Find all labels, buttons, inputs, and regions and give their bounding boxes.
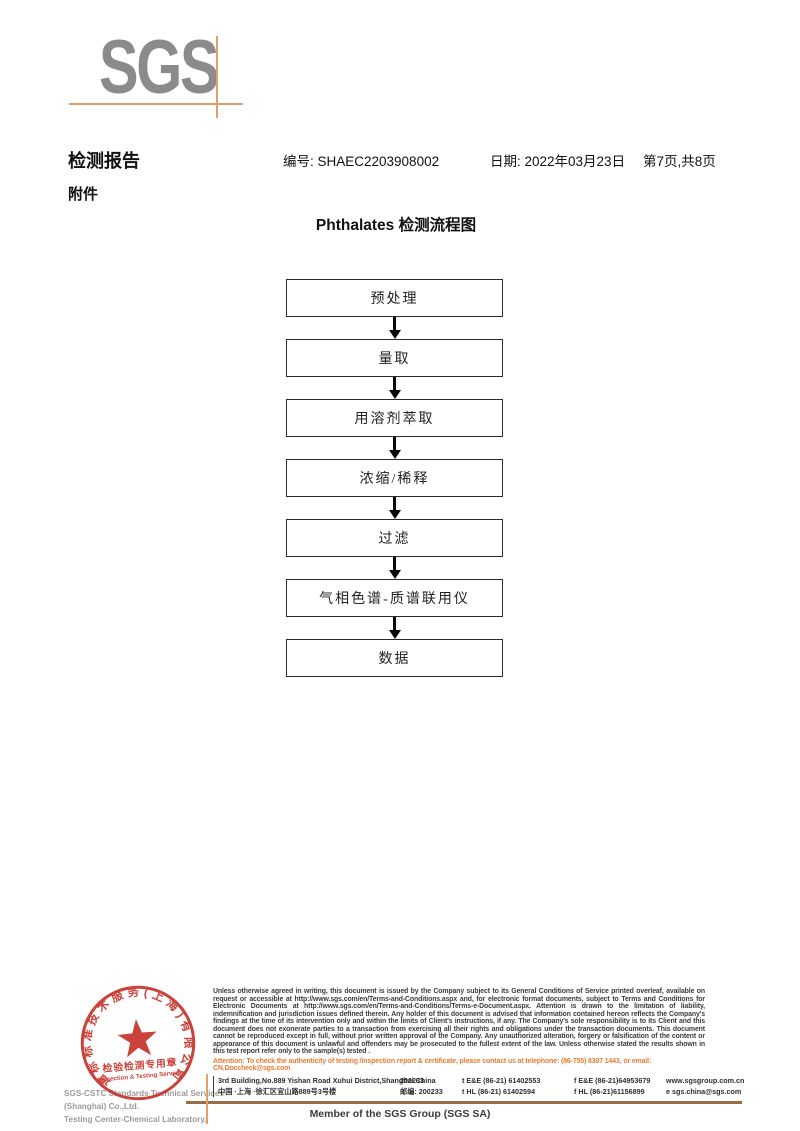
- page-indicator: 第7页,共8页: [643, 154, 716, 169]
- flow-step-gcms: 气相色谱-质谱联用仪: [286, 579, 503, 617]
- star-icon: [117, 1019, 157, 1058]
- flow-arrow-icon: [286, 617, 503, 639]
- member-line: Member of the SGS Group (SGS SA): [309, 1108, 491, 1120]
- flow-step-solvent-extraction: 用溶剂萃取: [286, 399, 503, 437]
- flow-step-measure: 量取: [286, 339, 503, 377]
- logo-horizontal-line: [69, 103, 243, 105]
- lab-name-en: Testing Center-Chemical Laboratory.: [64, 1115, 207, 1124]
- legal-footer: Unless otherwise agreed in writing, this…: [213, 988, 744, 1098]
- address-cn: 中国 ·上海 ·徐汇区宜山路889号3号楼: [218, 1086, 337, 1096]
- flow-arrow-icon: [286, 317, 503, 339]
- flow-step-data: 数据: [286, 639, 503, 677]
- address-row-en: 3rd Building,No.889 Yishan Road Xuhui Di…: [218, 1076, 744, 1087]
- report-date: 日期: 2022年03月23日: [490, 154, 626, 169]
- logo-vertical-line: [216, 36, 218, 118]
- flow-arrow-icon: [286, 557, 503, 579]
- lab-company-name: SGS-CSTC Standards Technical Services (S…: [64, 1087, 254, 1126]
- flow-step-concentrate-dilute: 浓缩/稀释: [286, 459, 503, 497]
- flow-arrow-icon: [286, 497, 503, 519]
- report-number: 编号: SHAEC2203908002: [283, 154, 440, 169]
- website-url: www.sgsgroup.com.cn: [666, 1076, 745, 1086]
- postal-en: 200233: [400, 1076, 424, 1086]
- email-address: e sgs.china@sgs.com: [666, 1086, 742, 1096]
- address-en: 3rd Building,No.889 Yishan Road Xuhui Di…: [218, 1076, 436, 1086]
- lab-company-name-en: SGS-CSTC Standards Technical Services (S…: [64, 1089, 225, 1111]
- attachment-label: 附件: [68, 186, 99, 203]
- inspection-stamp-icon: 通标标准技术服务(上海)有限公司 检验检测专用章 Inspection & Te…: [75, 980, 200, 1101]
- tel-ee: t E&E (86-21) 61402553: [462, 1076, 541, 1086]
- report-title: 检测报告: [68, 151, 140, 171]
- flowchart: 预处理 量取 用溶剂萃取 浓缩/稀释 过滤 气相色谱-质谱联用仪 数据: [286, 279, 503, 677]
- tel-hl: t HL (86-21) 61402594: [462, 1086, 535, 1096]
- address-row-cn: 中国 ·上海 ·徐汇区宜山路889号3号楼 邮编: 200233 t HL (8…: [218, 1086, 741, 1098]
- disclaimer-text: Unless otherwise agreed in writing, this…: [213, 988, 705, 1056]
- sgs-logo: SGS: [99, 25, 220, 110]
- flow-arrow-icon: [286, 377, 503, 399]
- attention-text: Attention: To check the authenticity of …: [213, 1057, 652, 1073]
- address-block: 3rd Building,No.889 Yishan Road Xuhui Di…: [213, 1076, 744, 1098]
- fax-hl: f HL (86-21)61156899: [574, 1086, 645, 1096]
- fax-ee: f E&E (86-21)64953679: [574, 1076, 651, 1086]
- footer-horizontal-rule: [186, 1101, 742, 1104]
- flowchart-title: Phthalates 检测流程图: [315, 217, 477, 234]
- flow-step-filter: 过滤: [286, 519, 503, 557]
- flow-arrow-icon: [286, 437, 503, 459]
- postal-cn: 邮编: 200233: [400, 1086, 443, 1096]
- flow-step-pretreatment: 预处理: [286, 279, 503, 317]
- footer-vertical-line: [206, 1074, 208, 1124]
